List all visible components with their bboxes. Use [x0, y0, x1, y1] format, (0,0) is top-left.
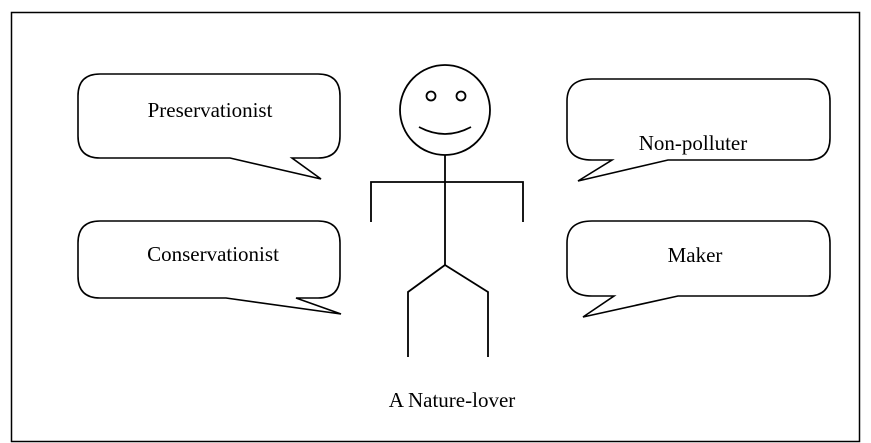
stick-figure-head — [399, 64, 491, 156]
stick-figure-left-leg — [407, 264, 446, 357]
stick-figure-right-eye — [455, 90, 467, 102]
stick-figure-left-eye — [425, 90, 437, 102]
stick-figure-smile — [418, 126, 472, 135]
stick-figure-arms — [370, 181, 524, 222]
stick-figure-right-leg — [444, 264, 489, 357]
figure-caption: A Nature-lover — [388, 388, 516, 412]
speech-bubble-preservationist — [77, 73, 341, 180]
speech-bubble-non-polluter — [566, 78, 831, 182]
speech-bubble-conservationist — [77, 220, 342, 315]
outer-frame — [10, 11, 861, 443]
speech-bubble-maker — [566, 220, 831, 318]
bubble-label-non-polluter: Non-polluter — [638, 131, 748, 155]
bubble-label-preservationist: Preservationist — [147, 98, 273, 122]
bubble-label-maker: Maker — [667, 243, 723, 267]
bubble-label-conservationist: Conservationist — [147, 242, 279, 266]
stick-figure — [370, 64, 524, 357]
